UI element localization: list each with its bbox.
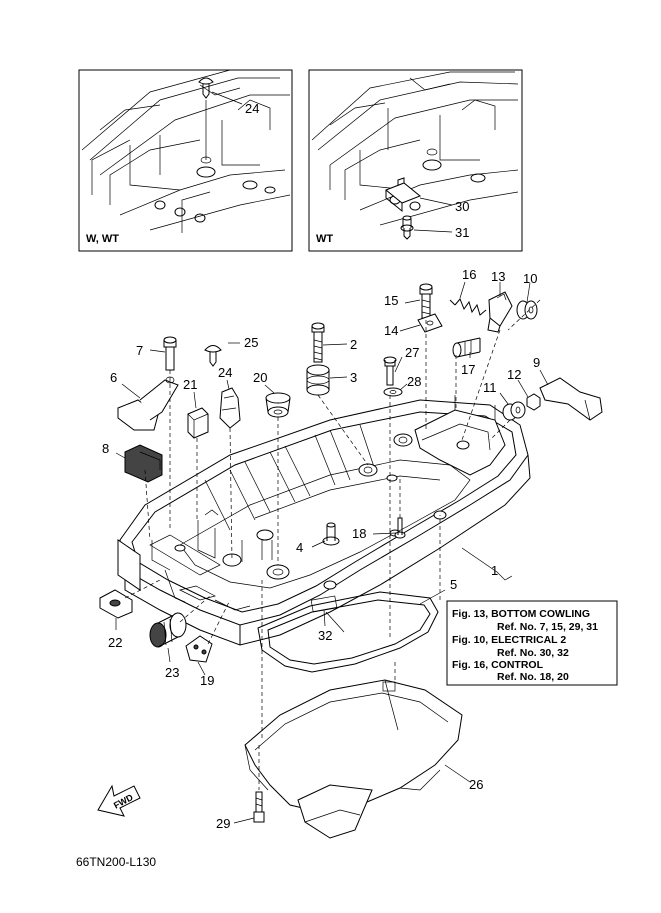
ref-line-3: Fig. 10, ELECTRICAL 2 [452, 634, 566, 646]
bracket-30-icon [385, 177, 421, 213]
part-label-2: 2 [350, 337, 357, 352]
ref-line-6: Ref. No. 18, 20 [497, 671, 569, 683]
screw-31-icon [400, 215, 414, 240]
part-label-19: 19 [200, 673, 214, 688]
plate-19-icon [185, 635, 213, 663]
clip-24-icon [198, 77, 214, 99]
part-label-10: 10 [523, 271, 537, 286]
part-label-17: 17 [461, 362, 475, 377]
ref-line-1: Fig. 13, BOTTOM COWLING [452, 608, 590, 620]
grommet-3-icon [306, 364, 330, 396]
washer-28-icon [383, 387, 403, 397]
part-label-25: 25 [244, 335, 258, 350]
lever-9-icon [539, 377, 603, 421]
bolt-4-icon [322, 522, 340, 546]
part-label-22: 22 [108, 635, 122, 650]
part-label-6: 6 [110, 370, 117, 385]
ref-line-2: Ref. No. 7, 15, 29, 31 [497, 621, 598, 633]
inset-label-w-wt: W, WT [86, 233, 119, 245]
lever-6-icon [117, 376, 179, 431]
part-label-26: 26 [469, 777, 483, 792]
part-label-13: 13 [491, 269, 505, 284]
seal-5 [257, 591, 439, 673]
bolt-2-icon [311, 322, 325, 363]
inset-label-wt: WT [316, 233, 333, 245]
grommet-8-icon [124, 444, 163, 483]
spring-16-icon [449, 298, 487, 316]
under-cover-26 [244, 679, 463, 839]
nut-12-icon [526, 393, 541, 411]
part-label-15: 15 [384, 293, 398, 308]
part-label-29: 29 [216, 816, 230, 831]
bottom-cowling-1 [117, 395, 531, 646]
part-label-16: 16 [462, 267, 476, 282]
part-label-30: 30 [455, 199, 469, 214]
part-label-21: 21 [183, 377, 197, 392]
part-label-11: 11 [483, 380, 497, 395]
part-label-24-inset: 24 [245, 101, 259, 116]
lever-13-icon [487, 291, 513, 333]
clip-25-icon [204, 345, 222, 367]
grommet-11-icon [502, 401, 526, 421]
part-label-3: 3 [350, 370, 357, 385]
part-label-32: 32 [318, 628, 332, 643]
part-label-31: 31 [455, 225, 469, 240]
inset-w-wt: 24 W, WT [78, 69, 293, 252]
part-label-23: 23 [165, 665, 179, 680]
grommet-10-icon [516, 300, 538, 320]
ref-line-5: Fig. 16, CONTROL [452, 659, 544, 671]
bolt-15-icon [419, 283, 433, 319]
fwd-arrow-icon: FWD [97, 784, 141, 817]
reference-box: Fig. 13, BOTTOM COWLING Ref. No. 7, 15, … [446, 600, 618, 686]
part-label-24: 24 [218, 365, 232, 380]
bracket-14-icon [417, 313, 443, 333]
grommet-21-icon [187, 407, 209, 439]
part-label-9: 9 [533, 355, 540, 370]
part-label-20: 20 [253, 370, 267, 385]
part-label-12: 12 [507, 367, 521, 382]
grommet-22-icon [99, 589, 133, 619]
part-label-5: 5 [450, 577, 457, 592]
inset-wt: 30 31 WT [308, 69, 523, 252]
part-label-1: 1 [491, 563, 498, 578]
grommet-23-icon [149, 612, 187, 648]
bolt-7-icon [163, 336, 177, 371]
part-label-18: 18 [352, 526, 366, 541]
screw-29-icon [253, 791, 265, 823]
bolt-27-icon [383, 356, 397, 386]
part-label-14: 14 [384, 323, 398, 338]
part-label-8: 8 [102, 441, 109, 456]
bolt-17-icon [452, 337, 481, 358]
clip-24-main-icon [219, 387, 241, 429]
part-label-27: 27 [405, 345, 419, 360]
part-label-4: 4 [296, 540, 303, 555]
grommet-20-icon [265, 392, 291, 418]
part-label-7: 7 [136, 343, 143, 358]
ref-line-4: Ref. No. 30, 32 [497, 647, 569, 659]
part-label-28: 28 [407, 374, 421, 389]
drawing-number: 66TN200-L130 [76, 855, 156, 869]
